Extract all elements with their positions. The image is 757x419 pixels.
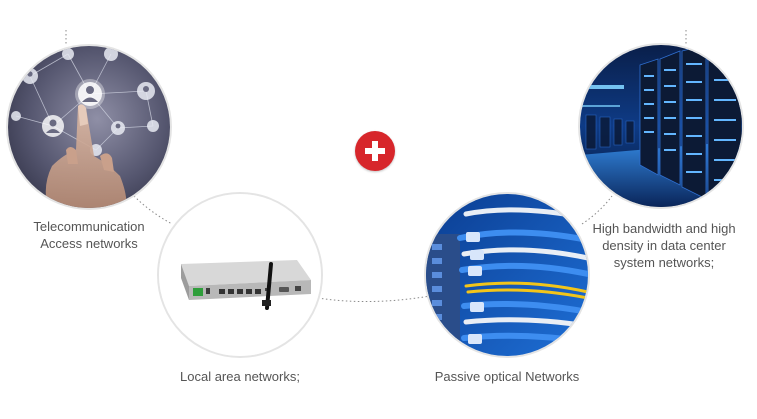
connector-lan-to-pon xyxy=(317,295,431,303)
server-room-photo xyxy=(580,45,742,207)
telecom-caption: Telecommunication Access networks xyxy=(6,218,172,252)
plus-icon-vertical xyxy=(372,141,378,161)
people-network-photo xyxy=(8,46,170,208)
telecom-access-image xyxy=(6,44,172,210)
pon-caption: Passive optical Networks xyxy=(404,368,610,385)
datacenter-caption-line: density in data center xyxy=(602,238,726,253)
passive-optical-network-image xyxy=(424,192,590,358)
local-area-network-image xyxy=(157,192,323,358)
pon-caption-line: Passive optical Networks xyxy=(434,369,580,384)
wireless-router-photo xyxy=(159,194,321,356)
plus-button[interactable] xyxy=(355,131,395,171)
telecom-caption-line: Access networks xyxy=(40,236,138,251)
data-center-image xyxy=(578,43,744,209)
datacenter-caption-line: High bandwidth and high xyxy=(592,221,736,236)
telecom-caption-line: Telecommunication xyxy=(33,219,145,234)
lan-caption-line: Local area networks; xyxy=(180,369,300,384)
datacenter-caption: High bandwidth and high density in data … xyxy=(578,220,750,271)
fiber-patch-panel-photo xyxy=(426,194,588,356)
lan-caption: Local area networks; xyxy=(140,368,340,385)
datacenter-caption-line: system networks; xyxy=(613,255,715,270)
